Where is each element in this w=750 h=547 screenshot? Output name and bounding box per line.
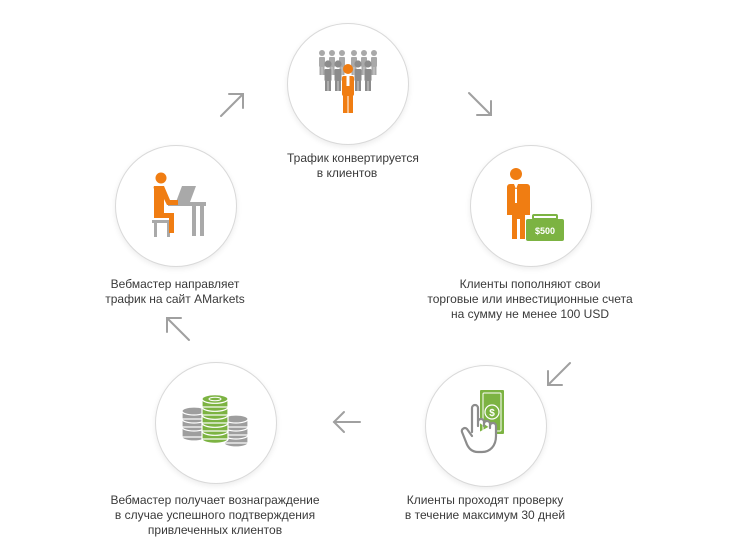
step-caption-clients-fund: Клиенты пополняют свои торговые или инве…	[420, 277, 640, 322]
step-caption-clients-verified: Клиенты проходят проверку в течение макс…	[380, 493, 590, 523]
people-group-icon	[319, 50, 377, 113]
caption-line: Трафик конвертируется	[287, 151, 419, 165]
flow-arrow-5-to-1	[215, 88, 249, 122]
briefcase-badge: $500	[535, 226, 555, 236]
caption-line: привлеченных клиентов	[147, 523, 283, 537]
arrow-down-right-icon	[468, 92, 492, 116]
arrow-up-left-icon	[166, 317, 190, 341]
step-circle-traffic-converts	[287, 23, 409, 145]
step-circle-webmaster-reward	[155, 362, 277, 484]
businessman-briefcase-icon: $500	[505, 168, 564, 241]
person-at-desk-icon	[152, 172, 206, 237]
step-caption-traffic-converts: Трафик конвертируется в клиентов	[287, 151, 419, 181]
caption-line: в случае успешного подтверждения	[114, 508, 316, 522]
flow-arrow-2-to-3	[542, 357, 576, 391]
caption-line: на сумму не менее 100 USD	[450, 307, 610, 321]
step-circle-webmaster-directs	[115, 145, 237, 267]
arrow-up-right-icon	[220, 93, 244, 117]
caption-line: Клиенты проходят проверку	[406, 493, 564, 507]
caption-line: Вебмастер получает вознаграждение	[110, 493, 320, 507]
step-caption-webmaster-reward: Вебмастер получает вознаграждение в случ…	[100, 493, 330, 538]
step-caption-webmaster-directs: Вебмастер направляет трафик на сайт AMar…	[80, 277, 270, 307]
arrow-down-left-icon	[547, 362, 571, 386]
caption-line: торговые или инвестиционные счета	[427, 292, 633, 306]
flow-arrow-3-to-4	[330, 405, 364, 439]
step-circle-clients-verified: $	[425, 365, 547, 487]
flow-arrow-4-to-5	[161, 312, 195, 346]
coin-stacks-icon	[181, 394, 249, 448]
caption-line: Вебмастер направляет	[110, 277, 240, 291]
flow-arrow-1-to-2	[463, 87, 497, 121]
caption-line: в течение максимум 30 дней	[404, 508, 566, 522]
caption-line: в клиентов	[316, 166, 378, 180]
caption-line: Клиенты пополняют свои	[459, 277, 601, 291]
hand-banknote-icon: $	[460, 390, 504, 454]
banknote-badge: $	[489, 408, 495, 419]
caption-line: трафик на сайт AMarkets	[105, 292, 245, 306]
arrow-left-icon	[332, 411, 361, 433]
step-circle-clients-fund: $500	[470, 145, 592, 267]
